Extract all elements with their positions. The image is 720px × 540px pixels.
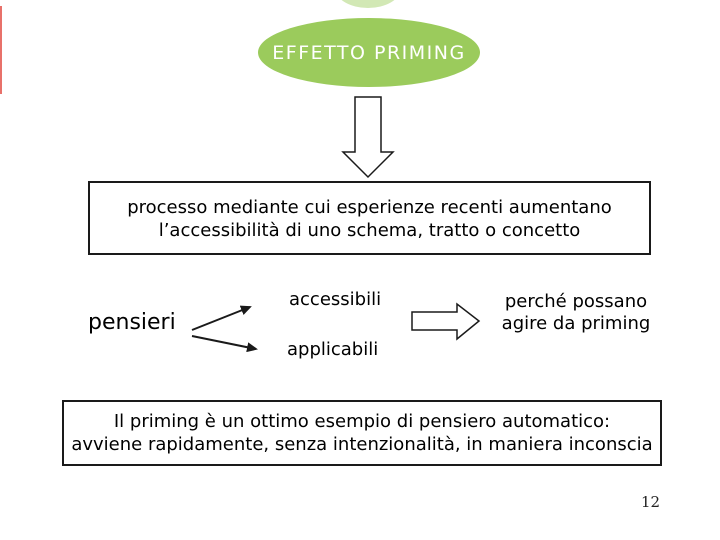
definition-line-2: l’accessibilità di uno schema, tratto o … — [158, 220, 581, 241]
conclusion-line-1: Il priming è un ottimo esempio di pensie… — [113, 411, 611, 432]
page-number: 12 — [641, 493, 661, 511]
outcome-line-2: agire da priming — [501, 313, 651, 334]
branch-arrow-upper-icon — [191, 305, 252, 331]
conclusion-box: Il priming è un ottimo esempio di pensie… — [62, 400, 662, 466]
outcome-line-1: perché possano — [504, 291, 648, 312]
right-arrow-icon — [411, 302, 481, 341]
slide-title: EFFETTO PRIMING — [272, 41, 466, 64]
definition-line-1: processo mediante cui esperienze recenti… — [127, 197, 612, 218]
flow-branch-bottom-label: applicabili — [287, 339, 379, 360]
flow-outcome-label: perché possano agire da priming — [496, 291, 656, 335]
down-arrow-icon — [341, 96, 395, 179]
title-ellipse: EFFETTO PRIMING — [258, 18, 480, 87]
branch-arrow-lower-icon — [191, 335, 258, 353]
left-edge-accent — [0, 6, 2, 94]
flow-source-label: pensieri — [88, 310, 176, 335]
flow-branch-top-label: accessibili — [289, 289, 382, 310]
conclusion-line-2: avviene rapidamente, senza intenzionalit… — [71, 434, 653, 455]
top-ellipse-fragment — [335, 0, 401, 8]
definition-box: processo mediante cui esperienze recenti… — [88, 181, 651, 255]
